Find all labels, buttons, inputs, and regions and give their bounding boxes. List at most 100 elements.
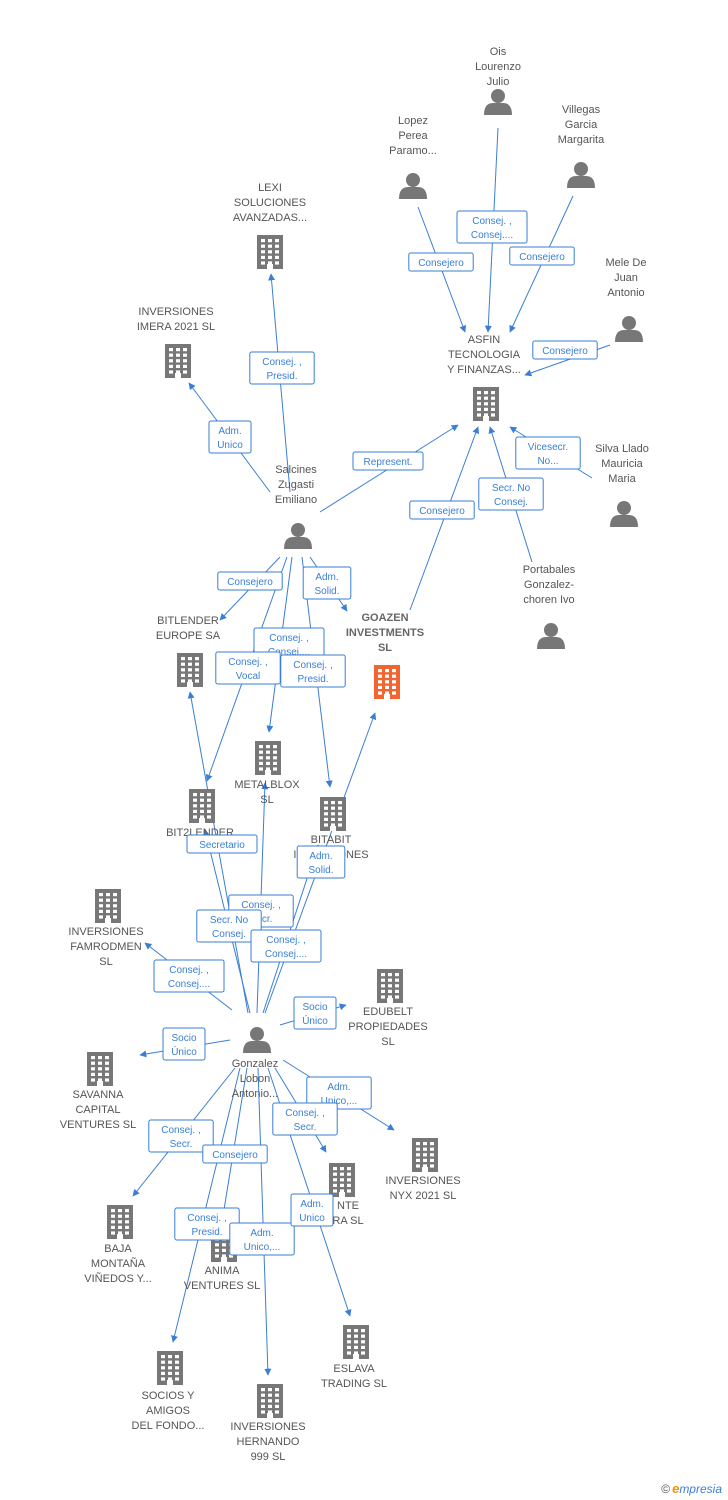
- building-icon-window: [392, 674, 396, 678]
- node-label: Emiliano: [275, 494, 317, 506]
- person-icon-body: [243, 1041, 271, 1053]
- edge-label-gonzalez-nyx[interactable]: Adm.Unico,...: [306, 1076, 372, 1110]
- edge-label-gonzalez-bitabit[interactable]: Consej. ,Consej....: [250, 929, 322, 963]
- edge-label-salcines-bit2lender[interactable]: Consej. ,Vocal: [215, 651, 281, 685]
- edge-label-salcines-lexi[interactable]: Consej. ,Presid.: [249, 351, 315, 385]
- node-label: SL: [381, 1036, 394, 1048]
- edge-label-salcines-imera[interactable]: Adm.Unico: [208, 420, 252, 454]
- building-icon-window: [392, 669, 396, 673]
- building-icon-window: [388, 973, 392, 977]
- building-icon-window: [354, 1340, 358, 1344]
- edge-label-silva-asfin[interactable]: Vicesecr.No...: [515, 436, 581, 470]
- building-icon-window: [423, 1142, 427, 1146]
- building-icon-window: [175, 1371, 179, 1375]
- building-icon-door: [105, 918, 111, 923]
- node-label: MONTAÑA: [91, 1257, 146, 1270]
- building-icon-window: [268, 239, 272, 243]
- building-icon: [374, 665, 400, 699]
- building-icon-window: [392, 685, 396, 689]
- edge-label-salcines-bitlender[interactable]: Consejero: [217, 571, 283, 591]
- building-icon-window: [340, 1189, 344, 1193]
- building-icon-window: [266, 767, 270, 771]
- building-icon-door: [384, 694, 390, 699]
- building-icon-window: [183, 370, 187, 374]
- node-label: INVERSIONES: [138, 306, 213, 318]
- edge-label-gonzalez-famrodmen[interactable]: Consej. ,Consej....: [153, 959, 225, 993]
- building-icon-window: [340, 1167, 344, 1171]
- node-bit2lender[interactable]: BIT2LENDER: [166, 789, 234, 839]
- edge-label-lopez-asfin[interactable]: Consejero: [408, 252, 474, 272]
- edge-label-text: Consej....: [471, 230, 513, 241]
- node-lexi[interactable]: LEXISOLUCIONESAVANZADAS...: [233, 182, 307, 269]
- building-icon-window: [118, 1209, 122, 1213]
- edge-label-salcines-bitabit[interactable]: Consej. ,Presid.: [280, 654, 346, 688]
- building-icon-window: [423, 1164, 427, 1168]
- edge-label-gonzalez-baja[interactable]: Consej. ,Secr.: [148, 1119, 214, 1153]
- node-label: EUROPE SA: [156, 630, 221, 642]
- edge-label-gonzalez-anima[interactable]: Consejero: [202, 1144, 268, 1164]
- building-icon-window: [338, 806, 342, 810]
- person-icon: [615, 316, 643, 342]
- edge-label-gonzalez-eslava[interactable]: Adm.Unico: [290, 1193, 334, 1227]
- building-icon-window: [340, 1178, 344, 1182]
- edge-label-gonzalez-hernando[interactable]: Adm.Unico,...: [229, 1222, 295, 1256]
- node-lopez[interactable]: LopezPereaParamo...: [389, 115, 437, 199]
- node-label: Garcia: [565, 119, 598, 131]
- node-label: BITABIT: [311, 834, 352, 846]
- building-icon-window: [416, 1158, 420, 1162]
- building-icon-window: [324, 812, 328, 816]
- edge-label-gonzalez-socios[interactable]: Consej. ,Presid.: [174, 1207, 240, 1241]
- building-icon-window: [261, 239, 265, 243]
- building-icon-window: [423, 1147, 427, 1151]
- edge-label-ois-asfin[interactable]: Consej. ,Consej....: [456, 210, 528, 244]
- building-icon-window: [388, 995, 392, 999]
- edge-label-salcines-asfin[interactable]: Represent.: [352, 451, 424, 471]
- building-icon-door: [187, 682, 193, 687]
- building-icon-window: [361, 1334, 365, 1338]
- building-icon-window: [105, 1078, 109, 1082]
- edge-label-gonzalez-ante[interactable]: Consej. ,Secr.: [272, 1102, 338, 1136]
- edge-label-villegas-asfin[interactable]: Consejero: [509, 246, 575, 266]
- edge-label-mele-asfin[interactable]: Consejero: [532, 340, 598, 360]
- building-icon-window: [361, 1345, 365, 1349]
- building-icon-window: [340, 1172, 344, 1176]
- building-icon-window: [395, 984, 399, 988]
- node-label: TECNOLOGIA: [448, 349, 521, 361]
- node-gonzalez[interactable]: GonzalezLobonAntonio...: [232, 1027, 278, 1100]
- building-icon-window: [200, 798, 204, 802]
- edge-label-salcines-goazen[interactable]: Adm.Solid.: [302, 566, 352, 600]
- edge-label-gonzalez-bitlender[interactable]: Secretario: [186, 834, 258, 854]
- edge-label-text: Consej. ,: [187, 1213, 226, 1224]
- building-icon-window: [181, 662, 185, 666]
- building-icon-window: [215, 1243, 219, 1247]
- edge-label-goazen-asfin[interactable]: Consejero: [409, 500, 475, 520]
- building-icon-window: [347, 1172, 351, 1176]
- building-icon: [157, 1351, 183, 1385]
- edge-label-gonzalez-goazen[interactable]: Adm.Solid.: [296, 845, 346, 879]
- brand-footer[interactable]: ©empresia: [661, 1481, 722, 1496]
